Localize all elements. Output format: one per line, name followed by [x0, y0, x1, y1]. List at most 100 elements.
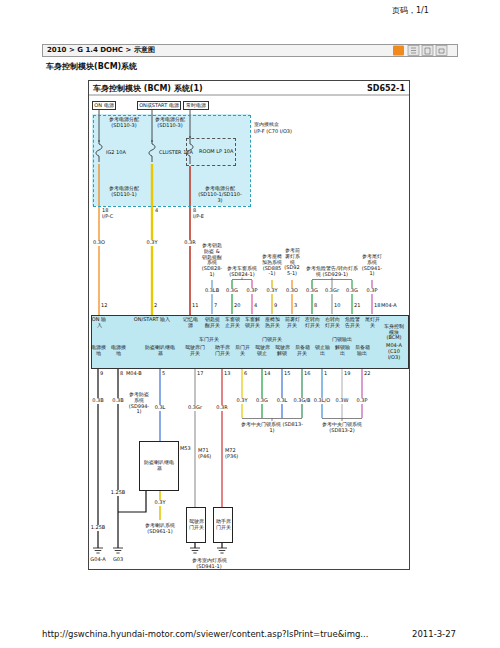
callout-label: 参考中央门锁系统 (SD813-1)	[240, 422, 304, 434]
callout-label: M71 (P46)	[198, 448, 216, 460]
node-text: ON 电源	[94, 103, 113, 109]
callout-label: I/P-E	[193, 214, 204, 220]
drawing-stroke	[311, 280, 312, 314]
wire-color-label: 0.3R	[215, 405, 228, 411]
node-text: ON或START 电源	[139, 103, 179, 109]
callout-label: 9	[274, 303, 277, 309]
callout-label: 门锁输出	[332, 337, 352, 343]
drawing-stroke	[97, 368, 98, 548]
callout-label: 5	[162, 371, 165, 377]
header-ground	[42, 44, 458, 57]
drawing-stroke	[341, 368, 342, 418]
callout-label: 0.3L	[276, 398, 289, 404]
drawing-stroke	[149, 140, 155, 162]
node-text: IG2 10A	[106, 150, 126, 156]
callout-label: 电源接地	[110, 345, 126, 357]
drawing-stroke	[96, 140, 102, 162]
callout-label: 车门开关	[199, 337, 219, 343]
callout-label: 0.3O	[285, 288, 299, 294]
callout-label: 车窗解锁开关	[243, 317, 261, 329]
callout-label: 1.25B	[110, 490, 127, 496]
callout-label: 前雾灯开关	[283, 317, 301, 329]
callout-label: 8	[314, 303, 317, 309]
callout-label: 参考防盗系统 (SD994-1)	[128, 392, 150, 415]
wire-color-label: 0.3Gr	[187, 405, 203, 411]
drawing-stroke	[231, 280, 232, 314]
drawing-stroke	[301, 368, 302, 418]
fuse: IG2 10A	[96, 142, 132, 164]
drawing-stroke	[93, 548, 103, 553]
callout-label: 右转向灯开关	[323, 317, 341, 329]
drawing-stroke	[117, 368, 118, 548]
callout-label: 参考座椅加热系统 (SD885-1)	[262, 254, 282, 277]
callout-label: 后备箱开关	[293, 345, 311, 357]
callout-label: 22	[364, 371, 370, 377]
ground-symbol	[93, 548, 227, 553]
node-text: 驾驶席门开关	[188, 519, 204, 531]
drawing-stroke	[251, 280, 252, 314]
callout-label: 驾驶席解锁	[273, 345, 291, 357]
callout-label: 后备箱输出	[353, 345, 371, 357]
drawing-stroke	[113, 548, 123, 553]
drawing-stroke	[261, 368, 262, 418]
callout-label: 0.3Y	[153, 500, 166, 506]
node-text: 助手席门开关	[215, 519, 231, 531]
callout-label: 参考电源分配 (SD110-3)	[106, 117, 142, 129]
callout-label: 0.3P	[356, 398, 369, 404]
drawing-stroke	[232, 278, 352, 280]
callout-label: 0.3P	[366, 288, 379, 294]
drawing-stroke	[321, 368, 322, 418]
drawing-stroke	[361, 368, 362, 418]
callout-label: 0.3B	[91, 398, 104, 404]
callout-label: 0.3Gr	[324, 288, 340, 294]
callout-label: 页码，1/1	[392, 6, 429, 15]
callout-label: 9	[100, 371, 103, 377]
callout-label: 1.25B	[90, 525, 107, 531]
callout-label: M04-A	[381, 303, 397, 309]
node-text: 室内接线盒	[254, 122, 279, 128]
drawing-stroke	[393, 46, 404, 56]
node-text: 车身控制模块 (BCM)	[382, 324, 406, 341]
callout-label: 尾灯开关	[363, 317, 381, 329]
callout-label: 1	[324, 371, 327, 377]
callout-label: 座椅加热开关	[263, 317, 281, 329]
power-source-box: 常时电源	[183, 101, 209, 110]
callout-label: ON/START 输入	[132, 317, 172, 323]
wire	[98, 278, 372, 549]
relay-box: 防盗喇叭继电器	[139, 441, 179, 491]
callout-label: 4	[254, 303, 257, 309]
drawing-stroke	[371, 280, 372, 314]
node-text: 防盗喇叭继电器	[142, 460, 176, 472]
callout-label: 记忆电源	[182, 317, 198, 329]
callout-label: 10	[334, 303, 340, 309]
callout-label: 参考电源分配 (SD110-1/SD110-3)	[196, 186, 244, 203]
drawing-stroke	[271, 280, 272, 314]
callout-label: G04-A	[90, 557, 105, 563]
callout-label: 11	[192, 303, 198, 309]
callout-label: G03	[113, 557, 123, 563]
callout-label: M72 (P36)	[225, 448, 243, 460]
callout-label: 3	[294, 303, 297, 309]
callout-label: 18	[102, 208, 108, 214]
callout-label: 14	[264, 371, 270, 377]
callout-label: 2011-3-27	[412, 630, 456, 640]
callout-label: 0.3G	[255, 398, 269, 404]
callout-label: 参考中央门锁系统 (SD813-2)	[320, 422, 364, 434]
wire-color-label: 0.3L	[154, 405, 167, 411]
callout-label: 参考室内灯系统 (SD941-1)	[189, 558, 229, 570]
callout-label: I/P-C	[102, 214, 113, 220]
power-source-box: ON或START 电源	[137, 101, 181, 110]
callout-label: 电源接地	[90, 345, 106, 357]
node-text: CLUSTER 10A	[159, 150, 193, 156]
callout-label: 0.3G/B	[293, 398, 312, 404]
power-source-box: ON 电源	[92, 101, 116, 110]
door-switch: 驾驶席门开关	[186, 507, 206, 543]
node-text: ROOM LP 10A	[199, 149, 233, 155]
callout-label: 0.3G	[225, 288, 239, 294]
callout-label: 12	[101, 303, 107, 309]
callout-label: 18	[374, 303, 380, 309]
fuse: CLUSTER 10A	[149, 142, 196, 164]
callout-label: 0.3LB	[204, 288, 220, 294]
drawing-stroke	[411, 48, 444, 54]
callout-label: 参考尾灯系统 (SD941-1)	[361, 254, 383, 277]
